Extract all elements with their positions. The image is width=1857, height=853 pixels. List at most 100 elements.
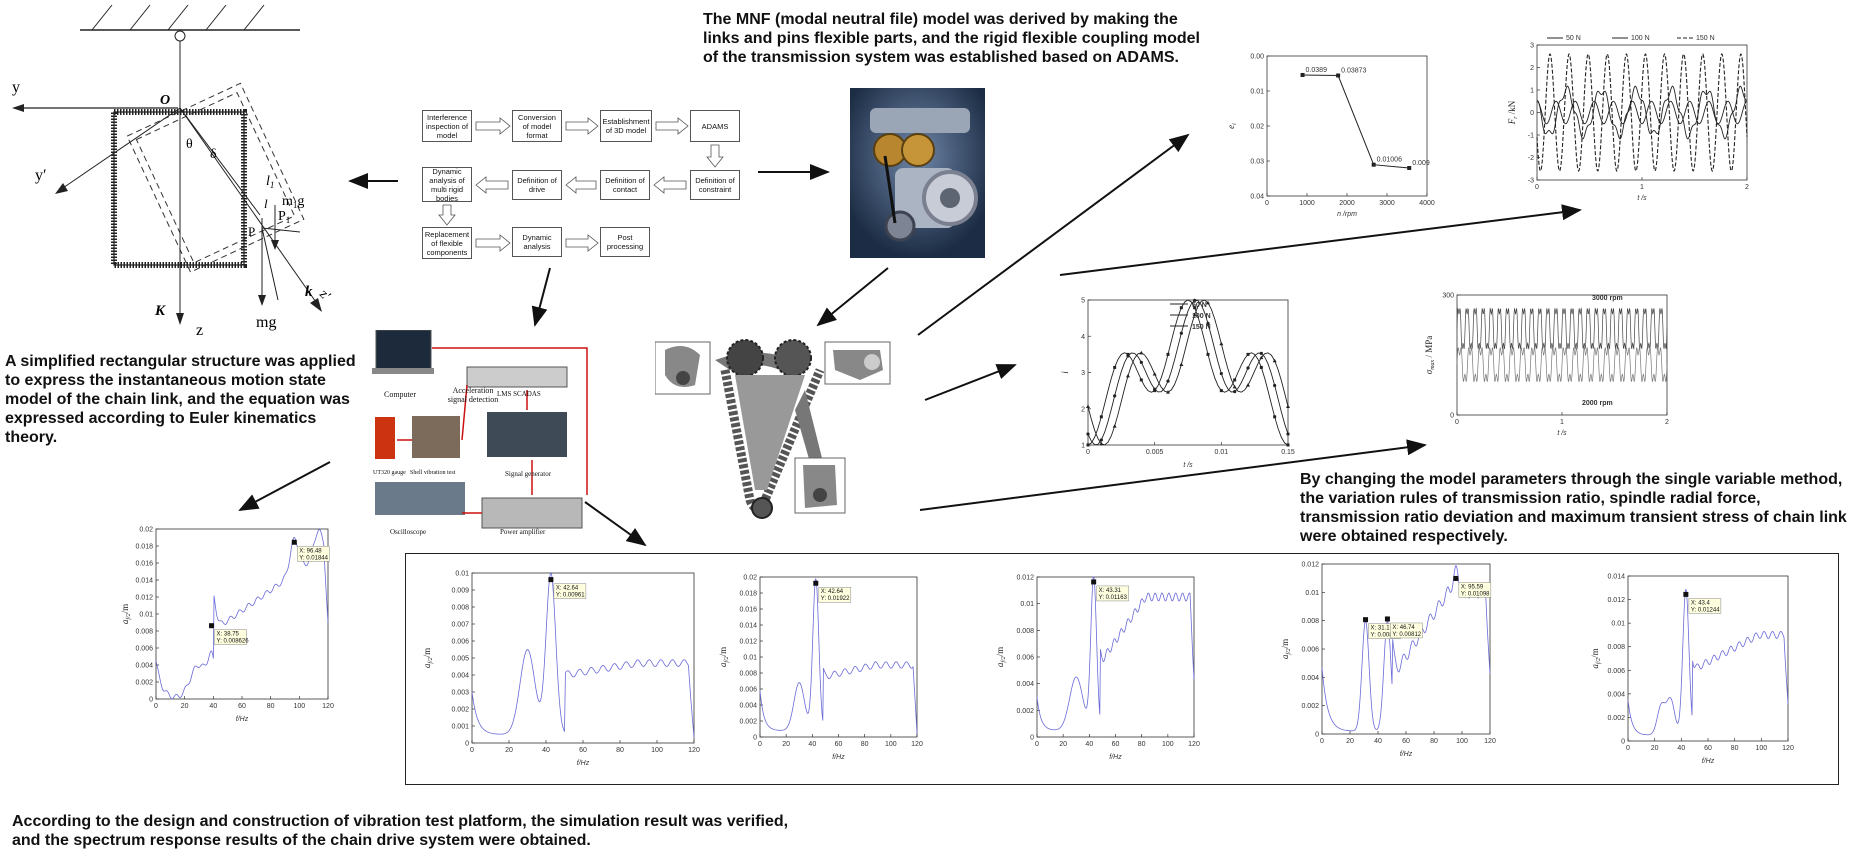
m1g-sub: 1 xyxy=(293,200,298,210)
y-label-sub: i xyxy=(1232,123,1238,125)
x-axis-label: f/Hz xyxy=(577,760,590,767)
svg-text:P1: P1 xyxy=(278,209,290,225)
flow-box-drive: Definition of drive xyxy=(512,170,562,200)
marker xyxy=(1126,354,1130,358)
p1-label: P xyxy=(278,209,286,224)
y-tick-label: 0.01 xyxy=(1611,621,1625,628)
l-label: l xyxy=(264,196,268,211)
x-tick-label: 40 xyxy=(209,703,217,710)
data-label: 0.0389 xyxy=(1306,67,1328,74)
data-label: 0.03873 xyxy=(1341,68,1366,75)
theta-label: θ xyxy=(186,137,193,152)
y-tick-label: 0.003 xyxy=(451,690,469,697)
y-label-unit: / MPa xyxy=(1424,336,1434,360)
y-axis-label: y xyxy=(12,79,20,96)
y-tick-label: 0.03 xyxy=(1250,159,1264,166)
y-tick-label: 0.006 xyxy=(1607,668,1625,675)
x-axis-label: f/Hz xyxy=(1109,754,1122,761)
x-tick-label: 60 xyxy=(1112,741,1120,748)
y-tick-label: 4 xyxy=(1081,334,1085,341)
y-axis-label: ei xyxy=(1226,123,1238,129)
datatip-x: X: 96.48 xyxy=(299,548,322,554)
label-computer: Computer xyxy=(384,390,416,399)
label-power-amplifier: Power amplifier xyxy=(500,528,546,536)
series-line xyxy=(1087,299,1289,446)
datatip: X: 43.31Y: 0.01163 xyxy=(1096,585,1129,602)
datatip-box xyxy=(214,629,247,645)
y-label-main: i xyxy=(1060,371,1070,374)
marker xyxy=(1273,383,1277,388)
origin-label: O xyxy=(160,93,170,108)
label-shell-vibration-test: Shell vibration test xyxy=(410,470,456,476)
x-tick-label: 0 xyxy=(1455,419,1459,426)
datatip-y: Y: 0.01844 xyxy=(299,555,328,561)
marker xyxy=(1113,365,1117,369)
marker xyxy=(1259,351,1263,355)
y-tick-label: 0.012 xyxy=(1607,597,1625,604)
marker xyxy=(1246,352,1250,356)
x-tick-label: 2 xyxy=(1665,419,1669,426)
y-tick-label: 2 xyxy=(1530,65,1534,72)
peak-marker xyxy=(1091,579,1097,585)
marker xyxy=(1166,352,1170,356)
y-tick-label: 0.004 xyxy=(135,663,153,670)
datatip-x: X: 43.4 xyxy=(1691,600,1711,606)
series-line xyxy=(1536,85,1748,140)
x-tick-label: 1000 xyxy=(1299,200,1315,207)
y-axis-label: af/2/m xyxy=(1590,648,1602,668)
marker xyxy=(1219,341,1224,346)
K-label: K xyxy=(154,303,166,319)
z-axis-label: z xyxy=(196,322,203,339)
x-axis-label: t /s xyxy=(1637,195,1647,200)
marker xyxy=(1259,365,1263,369)
marker xyxy=(1193,306,1197,310)
p-label: P xyxy=(248,224,255,239)
y-label-main: a xyxy=(120,619,130,624)
marker xyxy=(1206,300,1210,305)
y-tick-label: 0.02 xyxy=(1250,124,1264,131)
y-label-sub: f/2 xyxy=(1285,648,1292,654)
peak-marker xyxy=(1363,617,1369,623)
y-tick-label: 0.02 xyxy=(139,527,153,534)
y-axis-label: af/2/m xyxy=(120,604,132,624)
y-tick-label: 2 xyxy=(1081,406,1085,413)
x-tick-label: 80 xyxy=(267,703,275,710)
x-tick-label: 0.01 xyxy=(1215,449,1229,456)
y-tick-label: 0.04 xyxy=(1250,194,1264,201)
series-annotation: 2000 rpm xyxy=(1582,400,1613,407)
y-label-sub: f/2 xyxy=(1595,658,1602,664)
marker xyxy=(1099,438,1103,442)
y-label-sub: f/2 xyxy=(427,657,434,663)
y-tick-label: 0.006 xyxy=(1301,647,1319,654)
y-label-main: a xyxy=(995,662,1005,667)
y-tick-label: 0.018 xyxy=(739,591,757,598)
y-axis-label: af/2/m xyxy=(718,647,730,667)
y-tick-label: 0.001 xyxy=(451,724,469,731)
caption-changing-parameters: By changing the model parameters through… xyxy=(1300,471,1847,545)
y-tick-label: 0 xyxy=(753,735,757,742)
datatip-y: Y: 0.00812 xyxy=(1392,632,1421,638)
y-label-unit: /m xyxy=(718,647,728,657)
datatip-box xyxy=(1458,582,1492,598)
y-tick-label: 0.002 xyxy=(1607,715,1625,722)
y-tick-label: 0.002 xyxy=(1016,708,1034,715)
y-tick-label: 0 xyxy=(1530,110,1534,117)
flow-box-dynamic-rigid: Dynamic analysis of multi rigid bodies xyxy=(422,167,472,203)
m1g-m: m xyxy=(282,194,293,209)
series-line xyxy=(1536,100,1748,125)
x-tick-label: 4000 xyxy=(1419,200,1435,207)
y-label-unit: /m xyxy=(995,647,1005,657)
x-axis-label: t /s xyxy=(1557,430,1567,437)
marker xyxy=(1166,379,1170,383)
x-tick-label: 100 xyxy=(1162,741,1174,748)
x-tick-label: 20 xyxy=(181,703,189,710)
y-tick-label: 300 xyxy=(1442,293,1454,300)
datatip-y: Y: 0.01922 xyxy=(821,596,850,602)
y-tick-label: 0.01 xyxy=(1305,590,1319,597)
peak-marker xyxy=(291,539,297,545)
marker xyxy=(1219,389,1223,393)
y-tick-label: 5 xyxy=(1081,298,1085,305)
